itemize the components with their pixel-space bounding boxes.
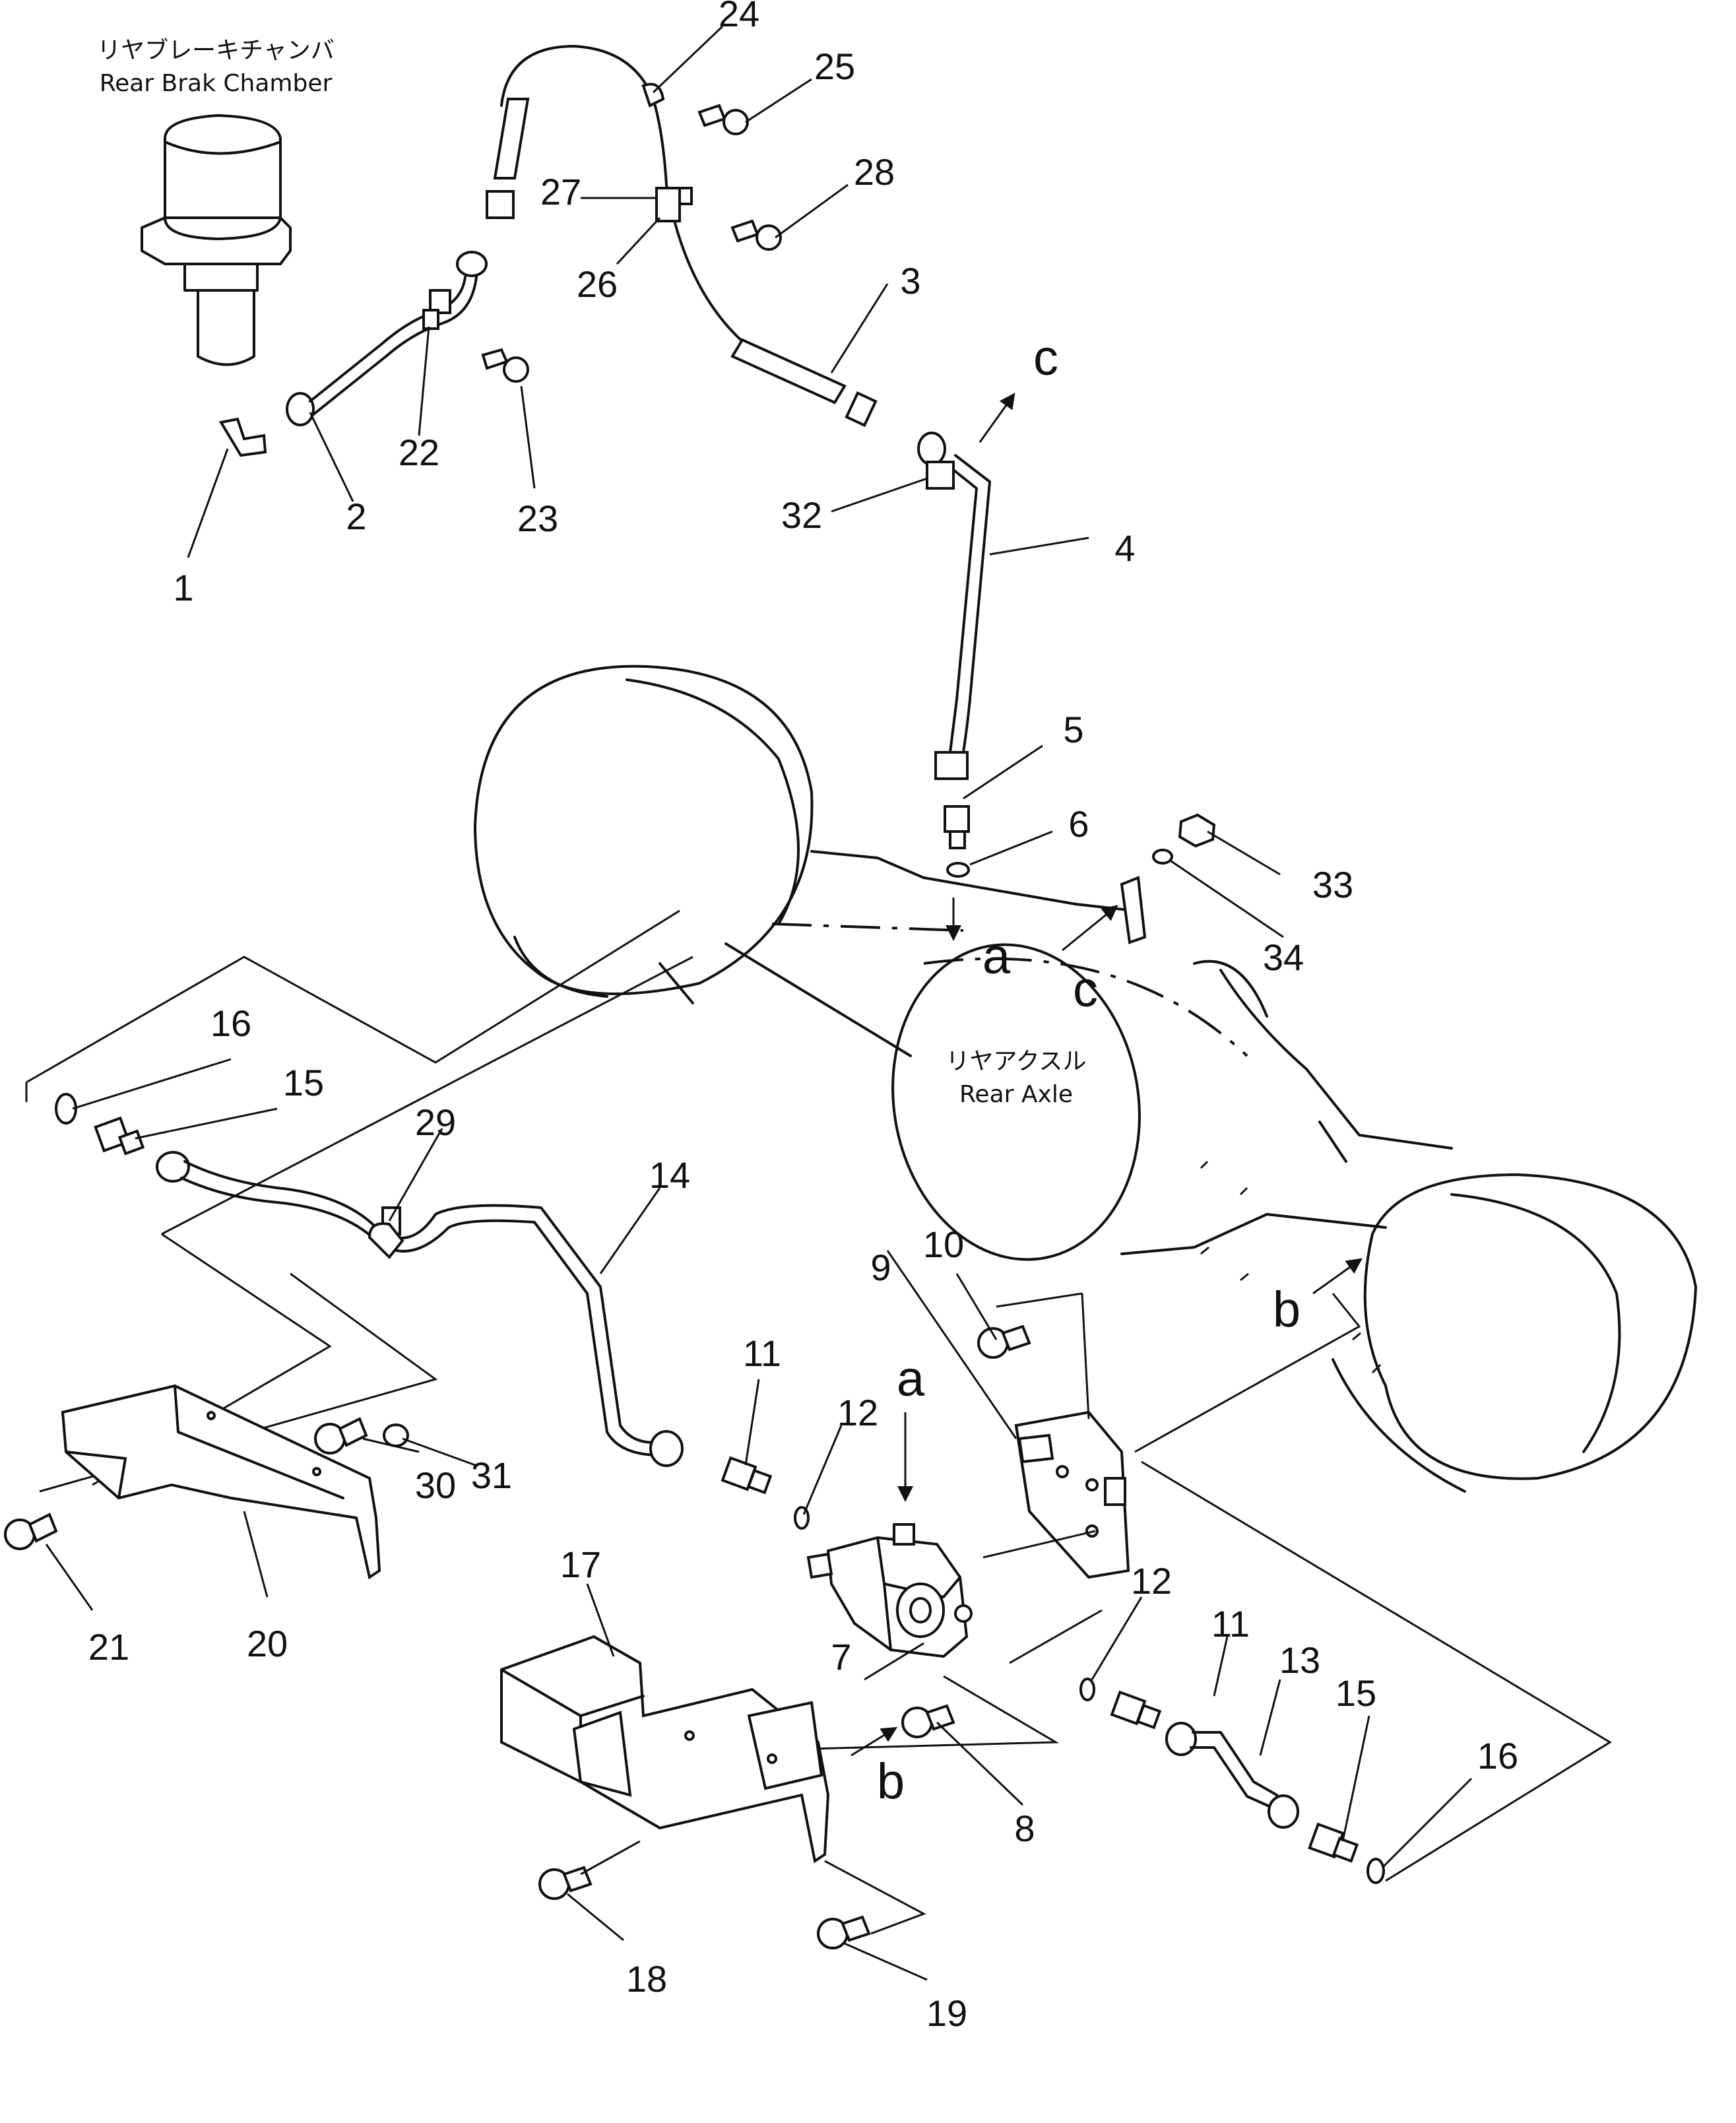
view-marker-c-top: c <box>1033 330 1058 386</box>
axle-bracket <box>1120 876 1147 944</box>
callout-14: 14 <box>649 1154 690 1196</box>
part-19-bolt <box>817 1915 871 1949</box>
part-4-tube <box>917 432 991 780</box>
callout-1: 1 <box>173 567 193 608</box>
callout-8: 8 <box>1014 1808 1035 1849</box>
callout-7: 7 <box>831 1636 851 1678</box>
callout-11-lower: 11 <box>1211 1603 1250 1645</box>
callout-22: 22 <box>399 432 439 473</box>
part-22-clip <box>422 309 439 330</box>
callout-16-left: 16 <box>210 1002 251 1044</box>
callout-17: 17 <box>560 1544 601 1585</box>
part-13-tube <box>1165 1722 1299 1829</box>
view-arrow-b-axle <box>1312 1258 1363 1295</box>
part-21-bolt <box>4 1513 58 1550</box>
part-2-tube <box>286 251 488 426</box>
callout-13: 13 <box>1279 1639 1320 1681</box>
callout-11-upper: 11 <box>743 1332 781 1374</box>
part-30-bolt <box>314 1417 368 1454</box>
part-28-bolt <box>730 219 782 251</box>
callout-23: 23 <box>517 498 558 539</box>
part-11-connector-lower <box>1110 1690 1162 1730</box>
part-10-bolt <box>977 1324 1031 1359</box>
part-16-o-ring-right <box>1366 1858 1385 1884</box>
callout-12-lower: 12 <box>1131 1560 1172 1602</box>
view-arrow-c-top <box>979 393 1015 443</box>
routing-frame-right <box>811 1292 1612 1882</box>
part-20-guard <box>61 1384 381 1580</box>
callout-24: 24 <box>719 0 759 34</box>
routing-frame-lower <box>580 1840 926 1935</box>
callout-32: 32 <box>781 494 822 536</box>
part-33-nut <box>1178 813 1216 848</box>
callout-28: 28 <box>854 151 895 193</box>
part-27-plate <box>678 187 693 205</box>
callout-12-upper: 12 <box>837 1392 878 1433</box>
callout-26: 26 <box>577 263 618 305</box>
part-24-clamp <box>641 82 665 108</box>
callout-3: 3 <box>900 260 920 302</box>
part-25-bolt <box>697 104 749 135</box>
part-15-connector-right <box>1308 1822 1359 1863</box>
part-11-connector-upper <box>721 1456 773 1495</box>
part-9-bracket <box>1014 1410 1130 1579</box>
callout-27: 27 <box>540 171 581 212</box>
callout-31: 31 <box>471 1454 512 1496</box>
rear-axle-label-jp: リヤアクスル <box>946 1048 1086 1075</box>
callout-30: 30 <box>415 1464 456 1506</box>
view-marker-c-axle: c <box>1073 962 1098 1018</box>
part-17-guard <box>500 1635 830 1864</box>
callout-16-right: 16 <box>1477 1735 1518 1777</box>
part-31-washer <box>383 1423 409 1447</box>
rear-brake-chamber-label-jp: リヤブレーキチャンバ <box>97 37 335 64</box>
callout-15-right: 15 <box>1335 1672 1376 1714</box>
part-32-clamp <box>926 461 955 490</box>
callout-33: 33 <box>1312 864 1353 905</box>
rear-axle-label-en: Rear Axle <box>959 1081 1073 1108</box>
rear-brake-chamber <box>141 114 292 366</box>
callout-10: 10 <box>923 1224 964 1265</box>
callout-15-left: 15 <box>283 1062 324 1103</box>
part-1-elbow <box>218 417 267 457</box>
leader-lines <box>45 25 1473 1981</box>
view-marker-b-axle: b <box>1273 1282 1301 1338</box>
view-marker-a-axle: a <box>982 929 1011 985</box>
part-7-brake-valve <box>806 1523 973 1658</box>
part-18-bolt <box>538 1866 593 1900</box>
callout-5: 5 <box>1063 709 1083 750</box>
part-29-clamp <box>368 1206 404 1259</box>
part-14-tube <box>156 1151 684 1467</box>
part-3-hose <box>486 45 878 428</box>
callout-2: 2 <box>346 496 366 537</box>
part-6-o-ring <box>946 862 970 878</box>
view-marker-b-guard: b <box>877 1753 905 1810</box>
view-arrow-b-guard <box>851 1726 898 1757</box>
callout-9: 9 <box>870 1247 891 1288</box>
part-34-washer <box>1152 849 1173 865</box>
view-arrow-c-axle <box>1062 905 1118 952</box>
rear-axle-housing <box>474 665 1697 1493</box>
callout-29: 29 <box>415 1101 456 1143</box>
part-15-connector-left <box>94 1116 145 1156</box>
part-23-bolt <box>481 348 529 383</box>
callout-20: 20 <box>247 1623 288 1664</box>
part-5-connector <box>944 805 970 849</box>
rear-brake-chamber-label-en: Rear Brak Chamber <box>100 70 333 97</box>
view-marker-a-valve: a <box>897 1351 925 1407</box>
callout-25: 25 <box>814 46 855 87</box>
callout-18: 18 <box>626 1958 667 2000</box>
callout-21: 21 <box>88 1626 129 1668</box>
callout-6: 6 <box>1068 803 1089 845</box>
part-8-bolt <box>901 1704 955 1738</box>
callout-34: 34 <box>1263 936 1304 978</box>
part-26-clamp <box>655 187 681 222</box>
part-12-o-ring-lower <box>1079 1678 1095 1701</box>
callout-4: 4 <box>1114 527 1135 569</box>
callout-19: 19 <box>926 1992 967 2034</box>
